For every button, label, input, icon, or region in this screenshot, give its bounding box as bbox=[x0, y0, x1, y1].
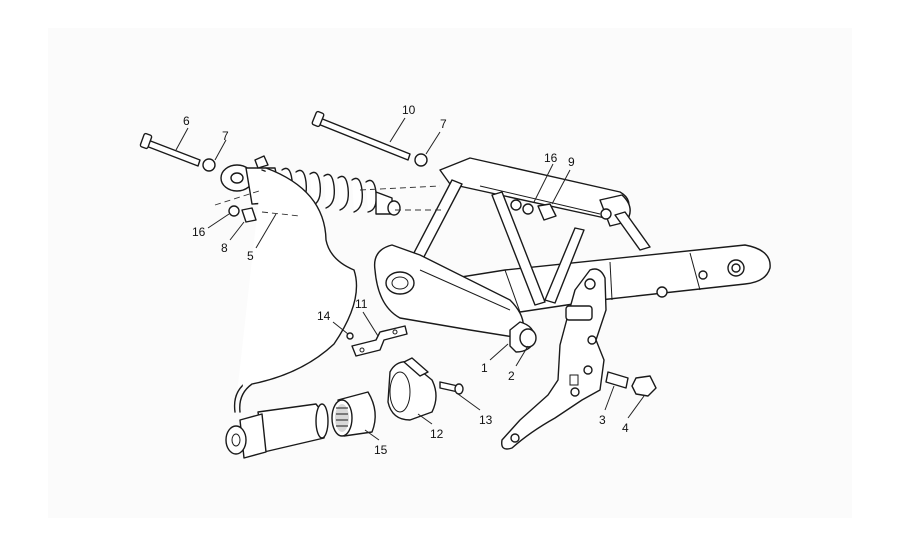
mounting-bracket bbox=[351, 325, 408, 357]
callout-4: 4 bbox=[622, 421, 629, 435]
callout-3: 3 bbox=[599, 413, 606, 427]
callout-5: 5 bbox=[247, 249, 254, 263]
bushing-9 bbox=[537, 203, 557, 221]
reservoir-assembly bbox=[225, 167, 358, 459]
spacer-16-left bbox=[228, 205, 240, 217]
callout-labels: 6 7 16 8 5 10 7 16 9 11 14 1 2 3 4 12 13… bbox=[183, 103, 629, 457]
nut-4 bbox=[631, 375, 657, 397]
callout-7-left: 7 bbox=[222, 129, 229, 143]
callout-6: 6 bbox=[183, 114, 190, 128]
nut-8 bbox=[241, 207, 257, 223]
callout-8: 8 bbox=[221, 241, 228, 255]
leader-lines bbox=[175, 117, 645, 441]
upper-bolt bbox=[139, 132, 201, 167]
callout-7-right: 7 bbox=[440, 117, 447, 131]
washer-small bbox=[510, 199, 522, 211]
spacer-16-right bbox=[522, 203, 534, 215]
long-bolt bbox=[311, 110, 411, 161]
callout-11: 11 bbox=[355, 297, 368, 311]
washer-right bbox=[414, 153, 428, 167]
callout-9: 9 bbox=[568, 155, 575, 169]
bracket-plate bbox=[501, 268, 607, 450]
callout-15: 15 bbox=[374, 443, 388, 457]
reservoir-clamp bbox=[387, 357, 437, 421]
stud-3 bbox=[605, 371, 629, 389]
filter-sleeve bbox=[331, 391, 376, 437]
callout-16-right: 16 bbox=[544, 151, 558, 165]
callout-10: 10 bbox=[402, 103, 416, 117]
callout-2: 2 bbox=[508, 369, 515, 383]
callout-14: 14 bbox=[317, 309, 331, 323]
callout-12: 12 bbox=[430, 427, 444, 441]
small-nut bbox=[346, 332, 354, 340]
callout-1: 1 bbox=[481, 361, 488, 375]
swingarm bbox=[373, 157, 771, 353]
callout-13: 13 bbox=[479, 413, 493, 427]
clamp-screw bbox=[439, 381, 464, 395]
washer-left bbox=[202, 158, 216, 172]
assembly-lines bbox=[214, 185, 445, 217]
callout-16-left: 16 bbox=[192, 225, 206, 239]
